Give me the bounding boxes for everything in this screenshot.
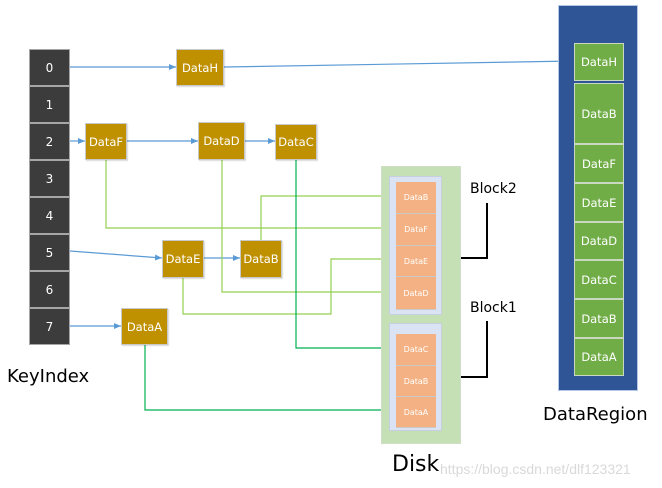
- region-item-dataH[interactable]: DataH: [574, 43, 624, 81]
- region-item-dataD[interactable]: DataD: [574, 222, 624, 260]
- region-item-dataA[interactable]: DataA: [574, 338, 624, 376]
- key-cell-5[interactable]: 5: [29, 234, 70, 271]
- block2-label: Block2: [470, 181, 517, 197]
- key-cell-7[interactable]: 7: [29, 308, 70, 345]
- key-cell-3[interactable]: 3: [29, 160, 70, 197]
- region-item-dataB-bottom[interactable]: DataB: [574, 299, 624, 338]
- block1-item-dataC[interactable]: DataC: [396, 334, 436, 366]
- arrow-dataE-to-disk-dataE: [182, 256, 395, 315]
- key-cell-1[interactable]: 1: [29, 86, 70, 123]
- key-cell-0[interactable]: 0: [29, 49, 70, 86]
- region-item-dataB-top[interactable]: DataB: [574, 83, 624, 144]
- node-dataE[interactable]: DataE: [162, 240, 204, 278]
- block1-item-dataA[interactable]: DataA: [396, 397, 436, 428]
- arrow-dataC-to-disk-dataC: [295, 160, 395, 351]
- region-item-dataC[interactable]: DataC: [574, 260, 624, 299]
- watermark: https://blog.csdn.net/dlf123321: [440, 461, 631, 477]
- block1: DataC DataB DataA: [389, 323, 442, 431]
- arrow-dataH-to-region-dataH: [223, 58, 575, 68]
- region-item-dataE[interactable]: DataE: [574, 183, 624, 222]
- data-region-title: DataRegion: [543, 404, 648, 425]
- block2-item-dataE[interactable]: DataE: [396, 246, 436, 277]
- block2: DataB DataF DataE DataD: [389, 176, 442, 315]
- arrow-dataD-to-disk-dataD: [221, 160, 395, 295]
- block2-item-dataD[interactable]: DataD: [396, 277, 436, 310]
- node-dataD[interactable]: DataD: [198, 122, 245, 160]
- node-dataC[interactable]: DataC: [275, 124, 317, 160]
- node-dataH[interactable]: DataH: [176, 49, 224, 86]
- disk-title: Disk: [392, 452, 440, 477]
- arrow-dataB-to-disk-dataB: [260, 193, 395, 240]
- key-index-title: KeyIndex: [7, 366, 90, 387]
- block2-item-dataF[interactable]: DataF: [396, 214, 436, 246]
- key-cell-2[interactable]: 2: [29, 123, 70, 160]
- block1-label: Block1: [470, 300, 517, 316]
- key-cell-6[interactable]: 6: [29, 271, 70, 308]
- data-region: DataH DataB DataF DataE DataD DataC Data…: [558, 5, 638, 391]
- block1-item-dataB[interactable]: DataB: [396, 366, 436, 397]
- node-dataA[interactable]: DataA: [121, 308, 168, 345]
- node-dataB[interactable]: DataB: [240, 240, 282, 278]
- disk: DataB DataF DataE DataD DataC DataB Data…: [381, 166, 461, 444]
- block2-item-dataB[interactable]: DataB: [396, 182, 436, 214]
- arrow-key5-to-dataE: [69, 250, 163, 261]
- key-cell-4[interactable]: 4: [29, 197, 70, 234]
- arrow-dataA-to-disk-dataA: [144, 345, 395, 413]
- key-index: 0 1 2 3 4 5 6 7: [29, 49, 70, 345]
- arrow-dataF-to-disk-dataF: [105, 160, 395, 231]
- node-dataF[interactable]: DataF: [85, 123, 127, 160]
- region-item-dataF[interactable]: DataF: [574, 144, 624, 183]
